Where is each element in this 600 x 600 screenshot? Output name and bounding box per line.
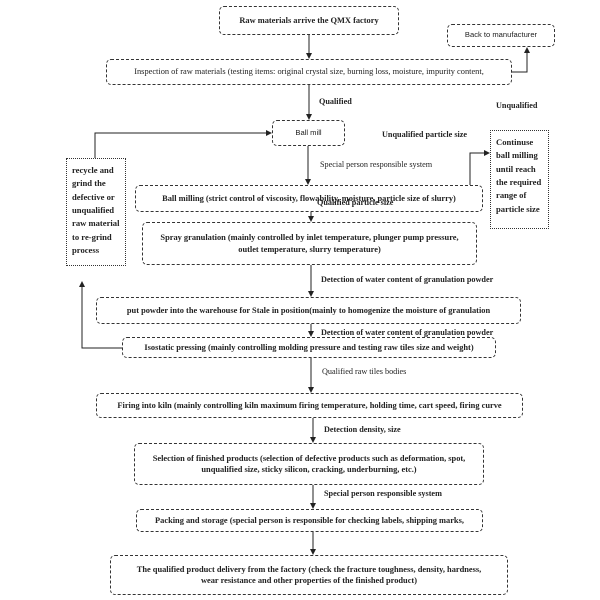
node-raw-materials-arrive: Raw materials arrive the QMX factory <box>219 6 399 35</box>
node-recycle: recycle and grind the defective or unqua… <box>66 158 126 266</box>
arrow-inspection-to-back <box>512 47 530 73</box>
label-detection-water-1: Detection of water content of granulatio… <box>321 275 494 284</box>
label-special-person-1: Special person responsible system <box>320 160 433 169</box>
label-qualified: Qualified <box>319 97 352 106</box>
label-qualified-particle-size: Qualified particle size <box>317 198 394 207</box>
label-detection-water-2: Detection of water content of granulatio… <box>321 328 494 337</box>
node-firing-into-kiln: Firing into kiln (mainly controlling kil… <box>96 393 523 418</box>
arrow-recycle-to-ballmill <box>94 130 272 158</box>
label-unqualified-particle-size: Unqualified particle size <box>382 130 468 139</box>
node-back-to-manufacturer: Back to manufacturer <box>447 24 555 47</box>
node-continue-ball-milling: Continuse ball milling until reach the r… <box>490 130 549 229</box>
node-packing-and-storage: Packing and storage (special person is r… <box>136 509 483 532</box>
node-put-powder: put powder into the warehouse for Stale … <box>96 297 521 324</box>
node-selection-of-finished-products: Selection of finished products (selectio… <box>134 443 484 485</box>
label-qualified-raw-tiles: Qualified raw tiles bodies <box>322 367 407 376</box>
node-isostatic-pressing: Isostatic pressing (mainly controlling m… <box>122 337 496 358</box>
node-ball-milling: Ball milling (strict control of viscosit… <box>135 185 483 212</box>
node-product-delivery: The qualified product delivery from the … <box>110 555 508 595</box>
arrow-milling-to-continue <box>469 150 490 185</box>
arrow-isostatic-to-recycle <box>79 281 122 349</box>
label-special-person-2: Special person responsible system <box>324 489 442 498</box>
label-unqualified: Unqualified <box>496 101 538 110</box>
node-spray-granulation: Spray granulation (mainly controlled by … <box>142 222 477 265</box>
label-detection-density: Detection density, size <box>324 425 401 434</box>
node-ball-mill: Ball mill <box>272 120 345 146</box>
node-inspection: Inspection of raw materials (testing ite… <box>106 59 512 85</box>
